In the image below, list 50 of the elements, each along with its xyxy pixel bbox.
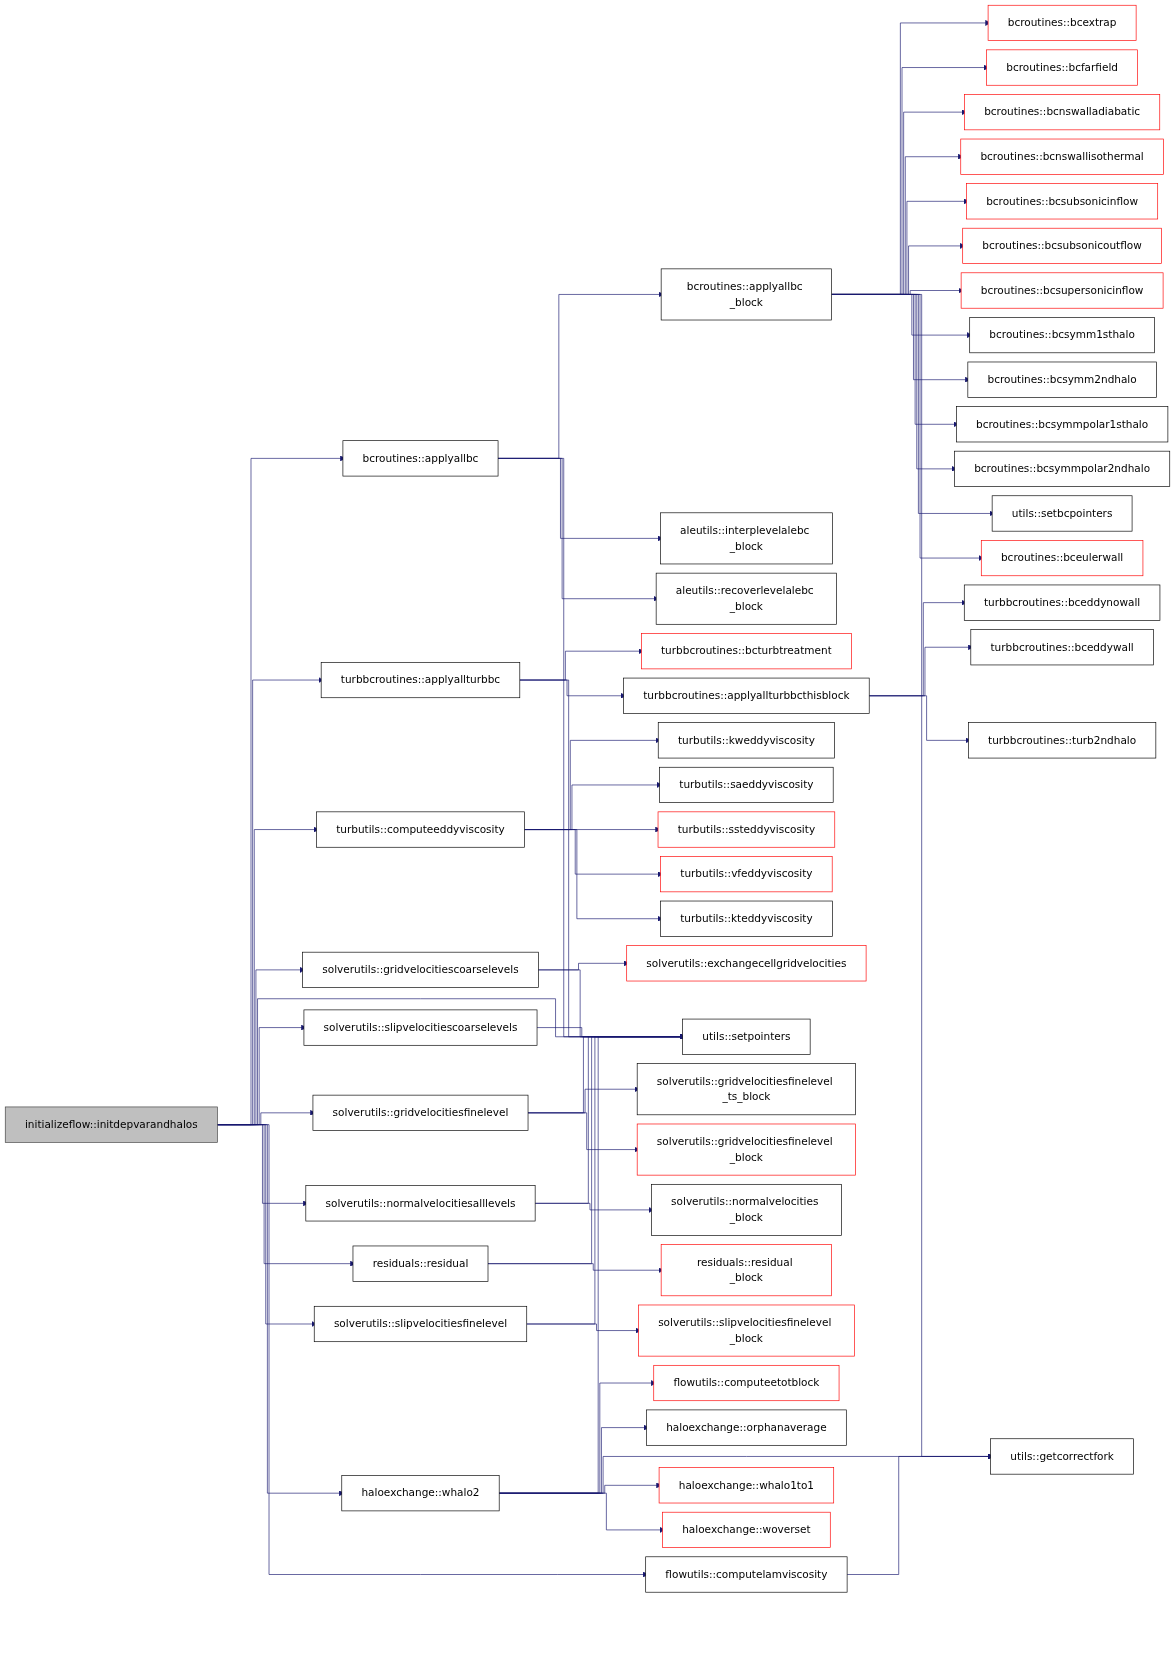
node-box: initializeflow::initdepvarandhalos [4, 1106, 218, 1143]
node-box: haloexchange::whalo1to1 [658, 1467, 835, 1504]
node-box: turbutils::vfeddyviscosity [660, 856, 833, 893]
node-box: bcroutines::bcsymm1sthalo [969, 317, 1155, 354]
node-box: solverutils::gridvelocitiesfinelevel _ts_block [636, 1063, 856, 1116]
node-box: bcroutines::bcsymmpolar2ndhalo [954, 450, 1171, 487]
node-box: bcroutines::bcnswalladiabatic [964, 94, 1161, 131]
node-box: bcroutines::bcsupersonicinflow [960, 272, 1164, 309]
node-box: solverutils::gridvelocitiescoarselevels [302, 951, 539, 988]
node-box: solverutils::slipvelocitiesfinelevel [313, 1305, 528, 1343]
node-box: turbutils::kteddyviscosity [660, 900, 833, 937]
node-box: residuals::residual [352, 1245, 489, 1282]
node-box: solverutils::slipvelocitiescoarselevels [303, 1009, 538, 1046]
node-box: haloexchange::whalo2 [341, 1475, 500, 1512]
node-box: turbutils::computeeddyviscosity [316, 811, 525, 848]
node-box: bcroutines::bceulerwall [980, 540, 1144, 577]
node-box: turbbcroutines::turb2ndhalo [968, 722, 1157, 759]
node-box: turbbcroutines::applyallturbbc [320, 662, 521, 699]
node-box: solverutils::slipvelocitiesfinelevel _block [638, 1304, 855, 1357]
node-box: flowutils::computeetotblock [653, 1365, 840, 1402]
node-box: bcroutines::bcsubsonicoutflow [962, 227, 1162, 264]
node-box: flowutils::computelamviscosity [645, 1556, 848, 1593]
node-box: turbutils::ssteddyviscosity [657, 811, 836, 848]
node-box: bcroutines::applyallbc _block [660, 268, 832, 321]
node-box: bcroutines::bcsymm2ndhalo [967, 361, 1157, 398]
node-box: solverutils::normalvelocitiesalllevels [305, 1185, 536, 1222]
node-box: utils::setbcpointers [991, 495, 1133, 532]
node-box: turbbcroutines::bceddywall [970, 629, 1154, 666]
node-box: turbbcroutines::bcturbtreatment [641, 633, 852, 670]
node-box: turbbcroutines::bceddynowall [963, 584, 1161, 621]
node-box: aleutils::recoverlevelalebc _block [655, 572, 837, 625]
node-box: utils::getcorrectfork [990, 1438, 1134, 1475]
node-box: solverutils::gridvelocitiesfinelevel [312, 1094, 529, 1131]
node-box: bcroutines::bcnswallisothermal [960, 138, 1164, 175]
node-box: turbutils::saeddyviscosity [659, 766, 834, 803]
node-box: solverutils::gridvelocitiesfinelevel _block [636, 1123, 856, 1176]
node-box: haloexchange::orphanaverage [646, 1409, 847, 1446]
node-box: residuals::residual _block [660, 1244, 832, 1297]
node-box: bcroutines::bcsubsonicinflow [966, 183, 1159, 220]
node-box: aleutils::interplevelalebc _block [660, 512, 833, 565]
node-box: bcroutines::bcextrap [987, 4, 1137, 41]
node-box: solverutils::normalvelocities _block [651, 1184, 842, 1236]
node-box: turbbcroutines::applyallturbbcthisblock [623, 677, 870, 714]
node-box: haloexchange::woverset [662, 1511, 831, 1548]
node-box: solverutils::exchangecellgridvelocities [626, 945, 867, 982]
node-box: utils::setpointers [682, 1018, 811, 1055]
node-box: bcroutines::bcsymmpolar1sthalo [956, 406, 1169, 443]
node-box: turbutils::kweddyviscosity [657, 722, 835, 759]
node-box: bcroutines::bcfarfield [986, 49, 1138, 86]
node-box: bcroutines::applyallbc [342, 440, 499, 477]
